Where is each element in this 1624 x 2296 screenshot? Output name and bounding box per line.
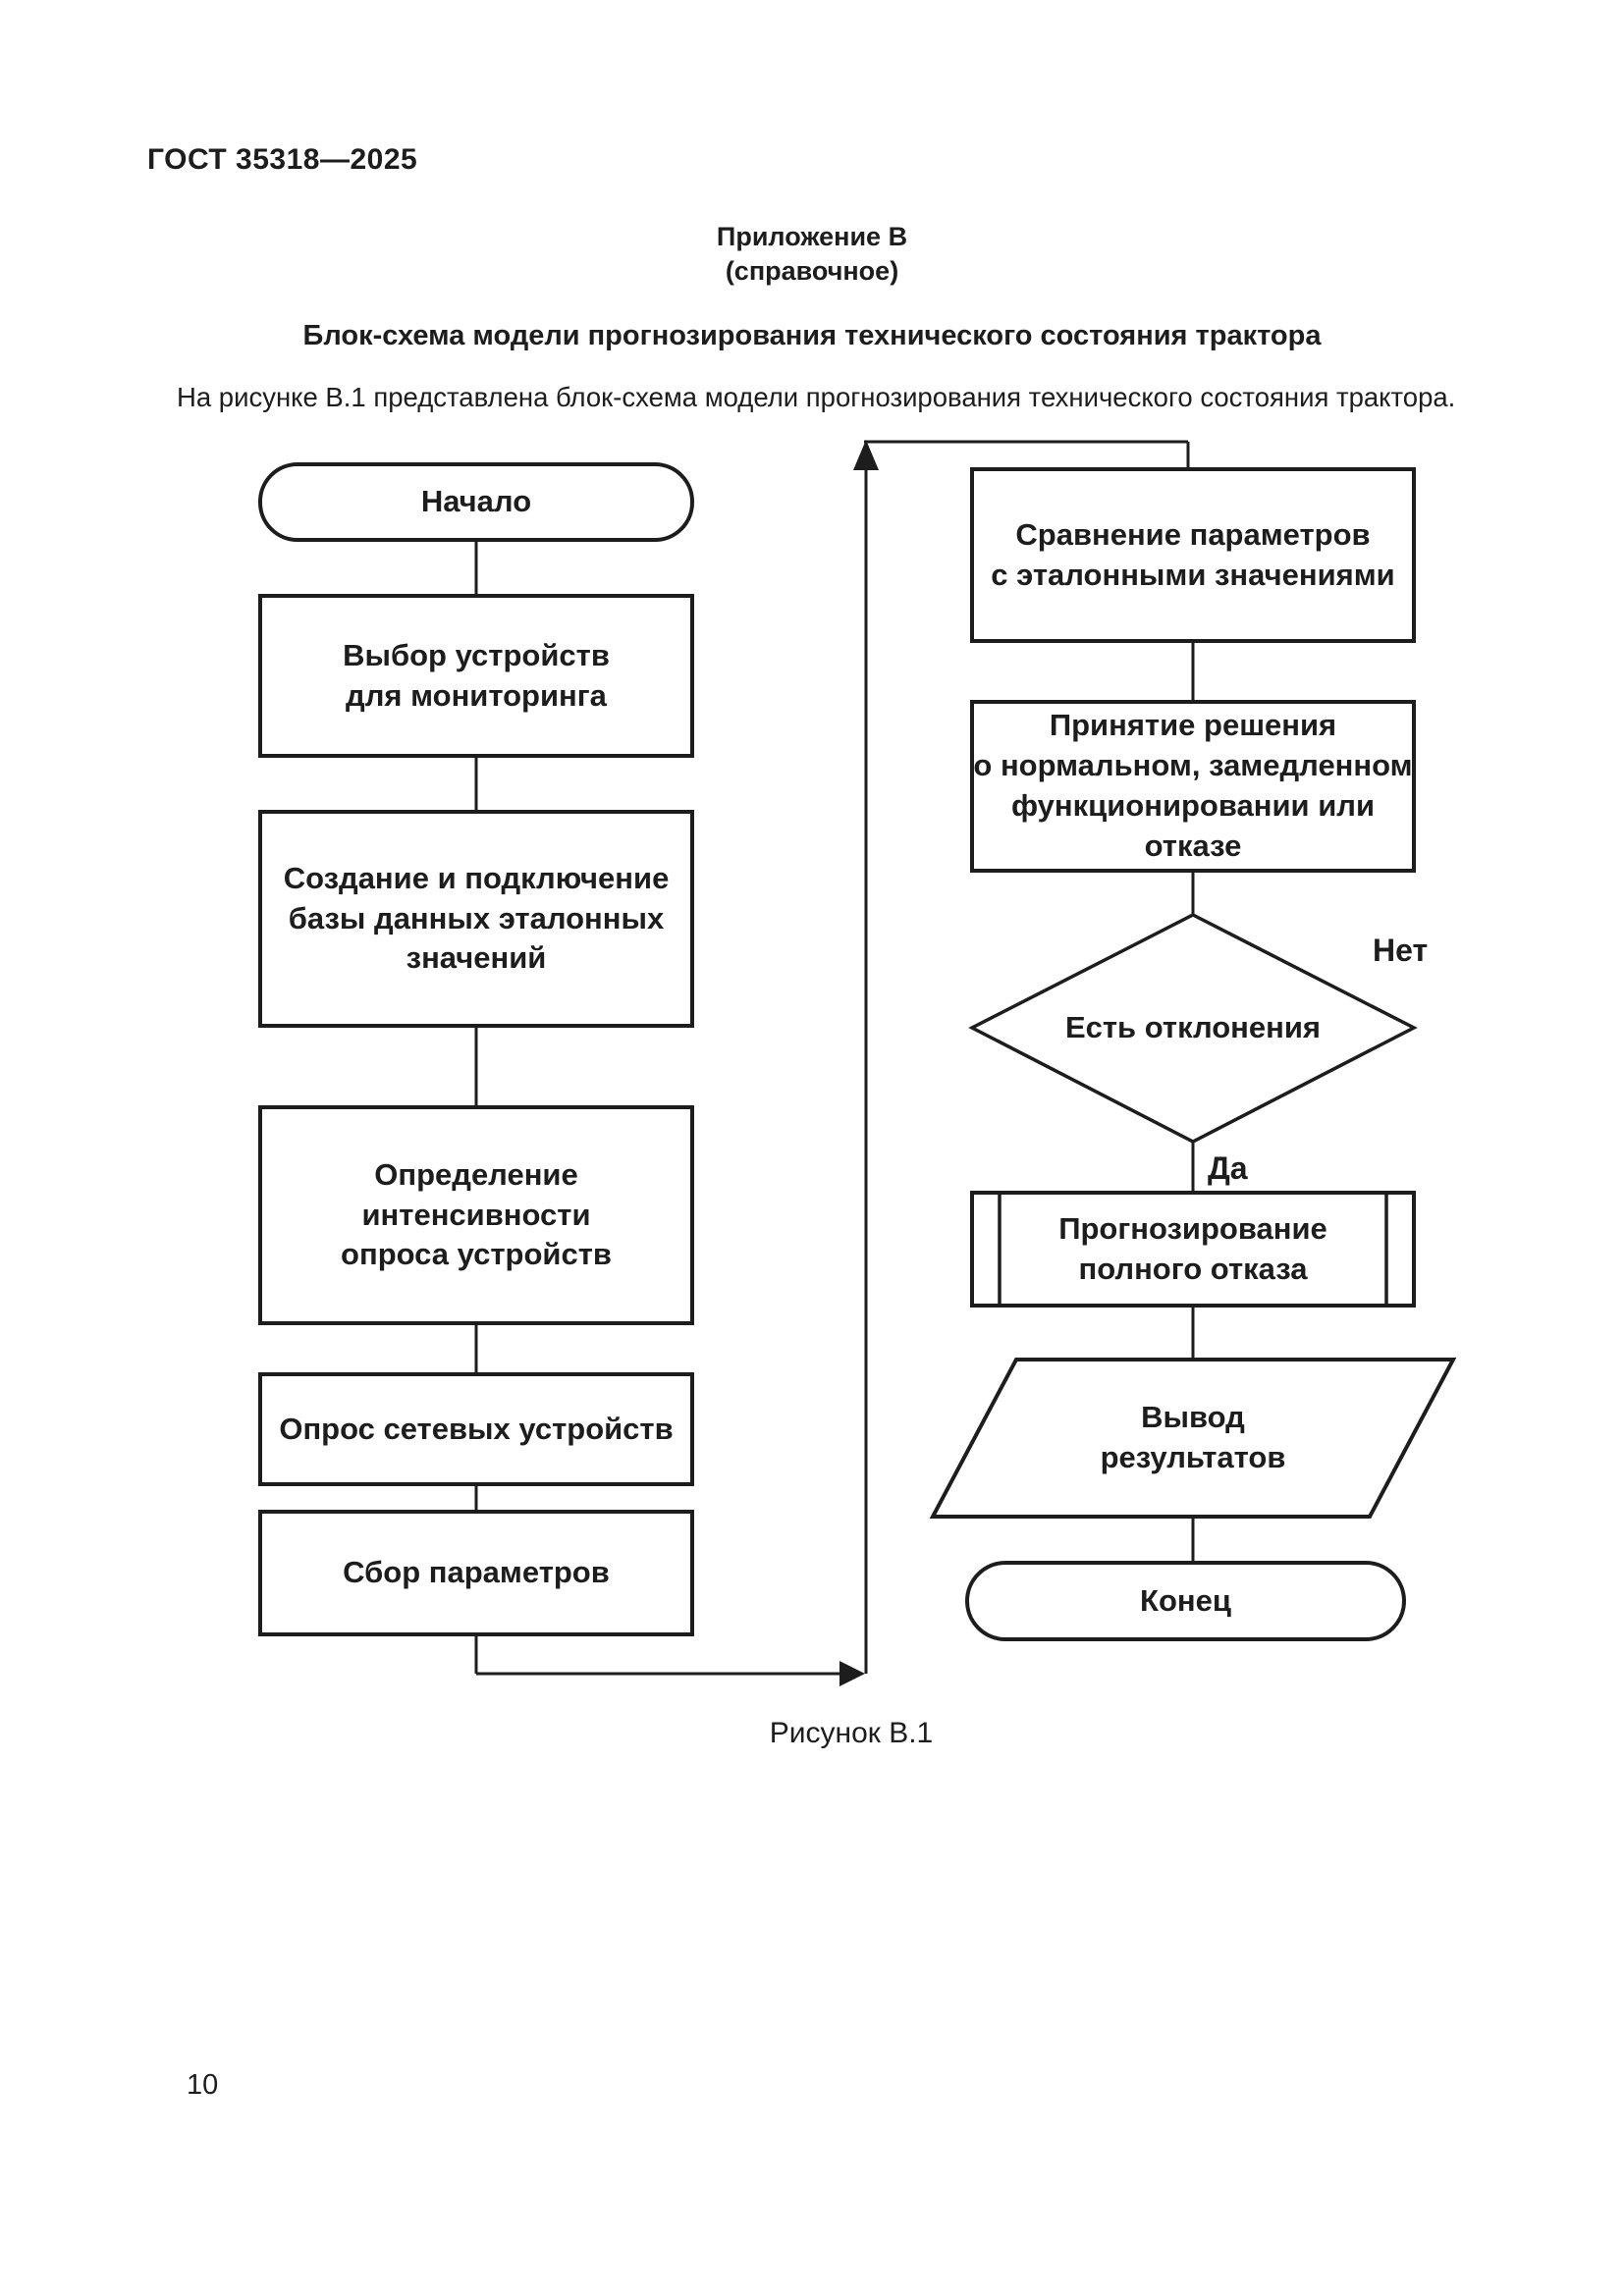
start-terminator-shape (258, 462, 694, 542)
branch-label-yes: Да (1208, 1150, 1248, 1186)
decision-diamond-shape (968, 913, 1418, 1144)
appendix-note: (справочное) (725, 256, 899, 286)
figure-caption: Рисунок В.1 (769, 1717, 934, 1749)
flow-connectors (474, 440, 1195, 1676)
select-devices-shape (258, 594, 694, 758)
compare-params-shape (970, 467, 1416, 643)
end-terminator-shape (965, 1561, 1406, 1641)
create-db-shape (258, 810, 694, 1028)
arrowhead-right-icon (839, 1661, 865, 1686)
intro-paragraph: На рисунке В.1 представлена блок-схема м… (177, 382, 1456, 412)
output-results-shape (929, 1358, 1457, 1519)
collect-params-shape (258, 1510, 694, 1636)
define-intensity-shape (258, 1105, 694, 1325)
standard-number: ГОСТ 35318—2025 (147, 143, 418, 176)
poll-devices-shape (258, 1372, 694, 1486)
branch-label-no: Нет (1373, 933, 1429, 968)
make-decision-shape (970, 700, 1416, 873)
figure-title: Блок-схема модели прогнозирования технич… (302, 320, 1322, 351)
forecast-failure-shape (970, 1191, 1416, 1308)
arrowhead-up-icon (853, 440, 879, 470)
appendix-heading: Приложение В (716, 222, 908, 251)
page-number: 10 (187, 2069, 219, 2101)
